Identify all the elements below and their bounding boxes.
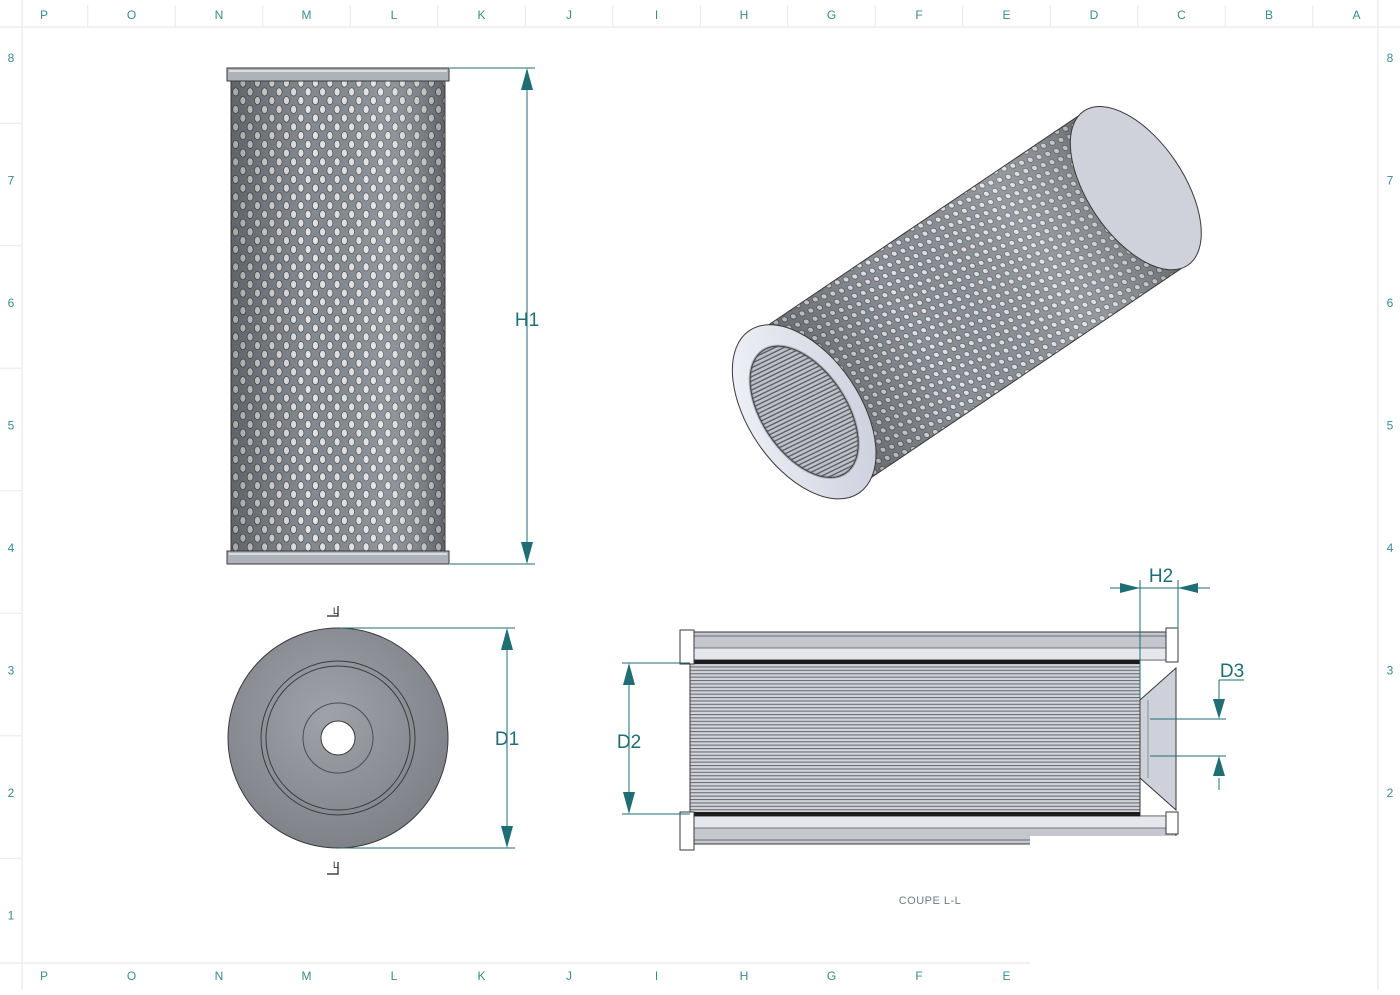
zone-row-left-1: 1 <box>8 909 15 923</box>
zone-col-bottom-E: E <box>1002 969 1010 983</box>
dimension-d3: D3 <box>1150 661 1244 790</box>
zone-col-bottom-L: L <box>391 969 398 983</box>
zone-col-bottom-P: P <box>40 969 48 983</box>
zone-col-top-J: J <box>566 8 572 22</box>
section-view <box>679 627 1180 851</box>
zone-row-right-3: 3 <box>1387 664 1394 678</box>
front-view <box>226 67 450 565</box>
zone-col-top-E: E <box>1002 8 1010 22</box>
zone-row-right-7: 7 <box>1387 174 1394 188</box>
iso-far-cap <box>1069 106 1202 271</box>
section-marker-bottom: L <box>333 860 338 870</box>
section-left-flange-bottom <box>679 811 695 851</box>
dimension-label-d2: D2 <box>617 732 641 753</box>
zone-row-left-7: 7 <box>8 174 15 188</box>
dimension-label-d3: D3 <box>1220 661 1244 682</box>
zone-rows-left: 8 7 6 5 4 3 2 1 <box>8 51 15 923</box>
zone-col-top-G: G <box>827 8 836 22</box>
zone-col-top-K: K <box>477 8 485 22</box>
zone-col-bottom-O: O <box>127 969 136 983</box>
zone-col-top-N: N <box>215 8 224 22</box>
zone-col-top-C: C <box>1177 8 1186 22</box>
section-left-flange-top <box>679 629 695 665</box>
dimension-h1: H1 <box>450 67 539 565</box>
zone-col-top-B: B <box>1265 8 1273 22</box>
zone-row-right-4: 4 <box>1387 541 1394 555</box>
zone-col-bottom-K: K <box>477 969 485 983</box>
zone-col-top-F: F <box>915 8 922 22</box>
section-markers: L L <box>327 606 339 875</box>
zone-col-top-D: D <box>1090 8 1099 22</box>
zone-row-left-4: 4 <box>8 541 15 555</box>
section-caption: COUPE L-L <box>899 895 962 907</box>
zone-col-bottom-M: M <box>302 969 312 983</box>
zone-row-left-5: 5 <box>8 419 15 433</box>
zone-col-top-P: P <box>40 8 48 22</box>
zone-col-bottom-N: N <box>215 969 224 983</box>
zone-col-top-I: I <box>655 8 658 22</box>
zone-row-right-8: 8 <box>1387 51 1394 65</box>
section-pleated-media <box>690 660 1140 816</box>
iso-pleated-media <box>749 345 859 479</box>
end-view <box>227 627 449 849</box>
section-marker-top: L <box>333 606 338 616</box>
dimension-label-h1: H1 <box>515 310 539 331</box>
section-conical-insert <box>1139 666 1177 812</box>
zone-row-right-6: 6 <box>1387 296 1394 310</box>
zone-col-bottom-G: G <box>827 969 836 983</box>
dimension-label-d1: D1 <box>495 729 519 750</box>
zone-col-bottom-F: F <box>915 969 922 983</box>
zone-col-top-A: A <box>1352 8 1360 22</box>
zone-row-left-6: 6 <box>8 296 15 310</box>
zone-row-left-2: 2 <box>8 786 15 800</box>
top-end-cap <box>226 67 450 82</box>
bottom-end-cap <box>226 550 450 565</box>
zone-row-left-3: 3 <box>8 664 15 678</box>
zone-col-bottom-H: H <box>740 969 749 983</box>
dimension-h2: H2 <box>1110 566 1210 700</box>
center-bore <box>320 720 356 756</box>
zone-col-top-O: O <box>127 8 136 22</box>
zone-col-top-M: M <box>302 8 312 22</box>
zone-row-right-2: 2 <box>1387 786 1394 800</box>
zone-row-left-8: 8 <box>8 51 15 65</box>
dimension-label-h2: H2 <box>1149 566 1173 587</box>
zone-rows-right: 8 7 6 5 4 3 2 <box>1387 51 1394 800</box>
zone-col-bottom-I: I <box>655 969 658 983</box>
dimension-d1: D1 <box>340 627 519 849</box>
zone-col-top-L: L <box>391 8 398 22</box>
zone-col-top-H: H <box>740 8 749 22</box>
dimension-d2: D2 <box>617 662 690 815</box>
zone-col-bottom-J: J <box>566 969 572 983</box>
zone-row-right-5: 5 <box>1387 419 1394 433</box>
isometric-view <box>731 106 1202 500</box>
